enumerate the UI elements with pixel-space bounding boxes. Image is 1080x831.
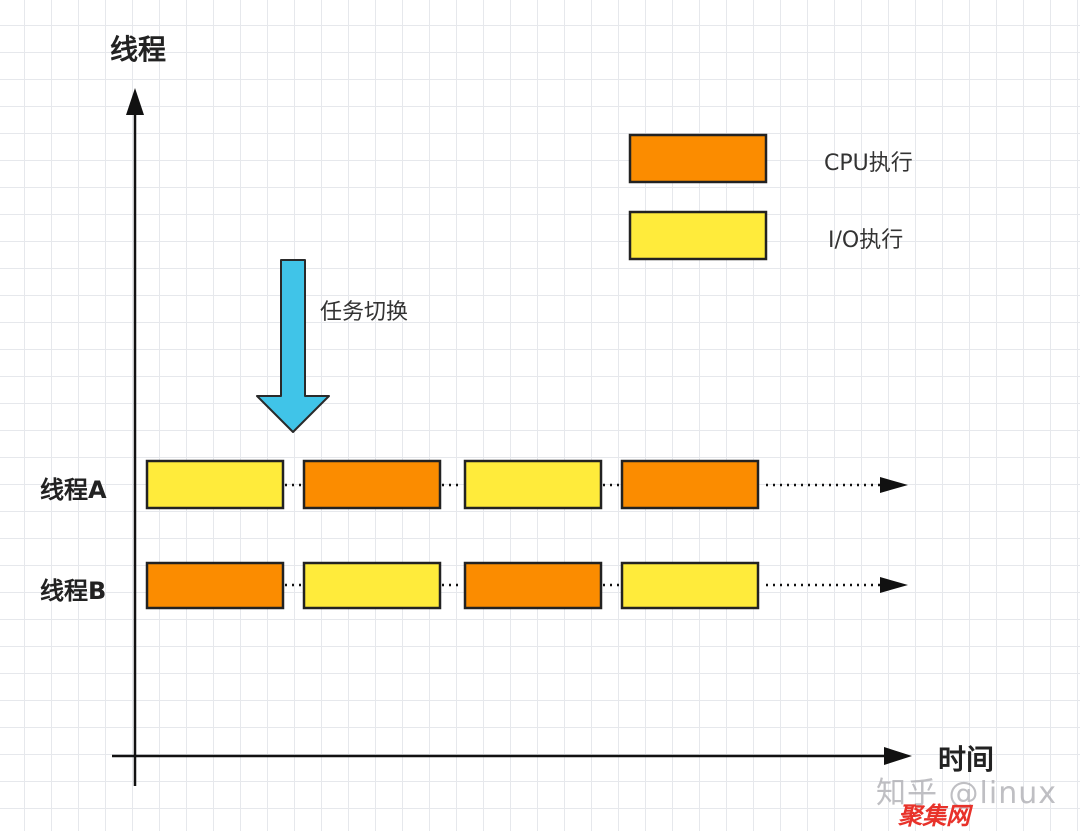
thread-a-segment	[463, 459, 603, 510]
thread-a-segment	[145, 459, 285, 510]
thread-a-segment	[302, 459, 442, 510]
legend-io-label: I/O执行	[828, 228, 904, 253]
thread-b-segment	[463, 561, 603, 610]
x-axis-arrowhead	[884, 747, 912, 765]
thread-a-timeline	[145, 459, 908, 510]
y-axis-label: 线程	[110, 33, 167, 66]
thread-b-segment	[620, 561, 760, 610]
watermark-site: 聚集网	[898, 802, 970, 830]
watermark-zhihu: 知乎 @linux	[876, 776, 1057, 811]
thread-b-segment	[145, 561, 285, 610]
task-switch-label: 任务切换	[320, 300, 409, 325]
x-axis-label: 时间	[938, 743, 995, 776]
legend-cpu-label: CPU执行	[824, 151, 913, 176]
thread-b-segment	[302, 561, 442, 610]
legend-cpu-swatch	[628, 133, 768, 184]
thread-a-label: 线程A	[40, 476, 107, 504]
thread-b-arrowhead	[880, 577, 908, 593]
thread-a-arrowhead	[880, 477, 908, 493]
task-switch-arrow	[256, 259, 330, 433]
y-axis-arrowhead	[126, 88, 144, 115]
thread-b-timeline	[145, 561, 908, 610]
thread-a-segment	[620, 459, 760, 510]
legend-io-swatch	[628, 210, 768, 261]
thread-b-label: 线程B	[40, 577, 107, 605]
